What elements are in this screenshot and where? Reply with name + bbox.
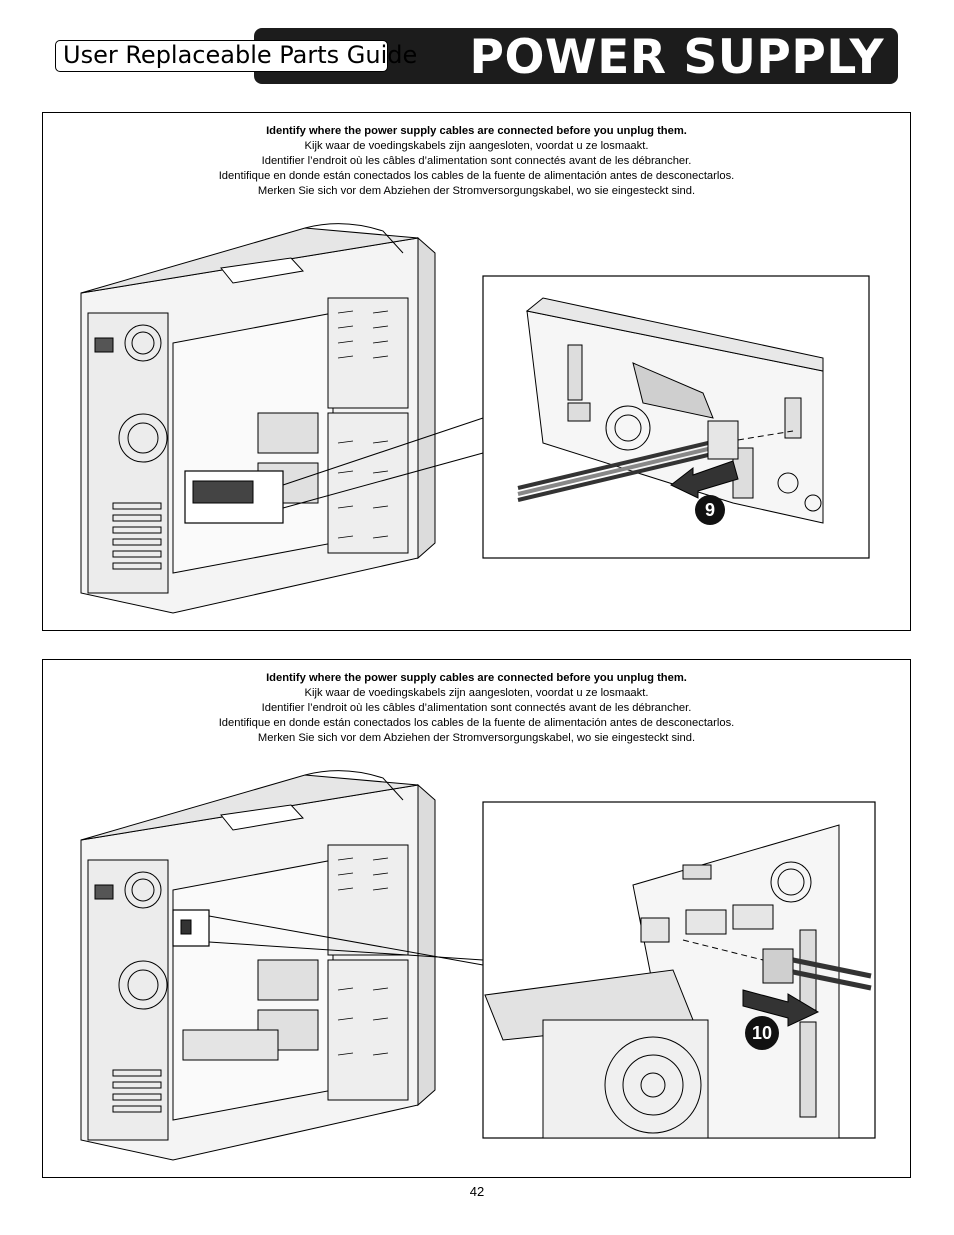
page-number: 42 [469, 1184, 485, 1199]
caption-dutch: Kijk waar de voedingskabels zijn aangesl… [304, 140, 649, 152]
guide-title: User Replaceable Parts Guide [55, 40, 417, 72]
caption-french: Identifier l’endroit où les câbles d’ali… [261, 702, 692, 714]
chassis-illustration-2 [80, 770, 876, 1161]
caption-english: Identify where the power supply cables a… [266, 672, 687, 684]
caption-spanish: Identifique en donde están conectados lo… [218, 170, 735, 182]
caption-german: Merken Sie sich vor dem Abziehen der Str… [257, 732, 696, 744]
caption-spanish: Identifique en donde están conectados lo… [218, 717, 735, 729]
caption-french: Identifier l’endroit où les câbles d’ali… [261, 155, 692, 167]
caption-dutch: Kijk waar de voedingskabels zijn aangesl… [304, 687, 649, 699]
step-number-badge: 10 [745, 1016, 779, 1050]
section-title: POWER SUPPLY [469, 30, 884, 85]
instruction-panel-2: Identify where the power supply cables a… [42, 659, 911, 1178]
instruction-panel-1: Identify where the power supply cables a… [42, 112, 911, 631]
caption-block-2: Identify where the power supply cables a… [43, 671, 910, 746]
caption-block-1: Identify where the power supply cables a… [43, 124, 910, 199]
caption-english: Identify where the power supply cables a… [266, 125, 687, 137]
chassis-illustration-1 [80, 223, 870, 614]
step-number-badge: 9 [695, 495, 725, 525]
caption-german: Merken Sie sich vor dem Abziehen der Str… [257, 185, 696, 197]
section-title-bar: POWER SUPPLY [254, 28, 898, 85]
